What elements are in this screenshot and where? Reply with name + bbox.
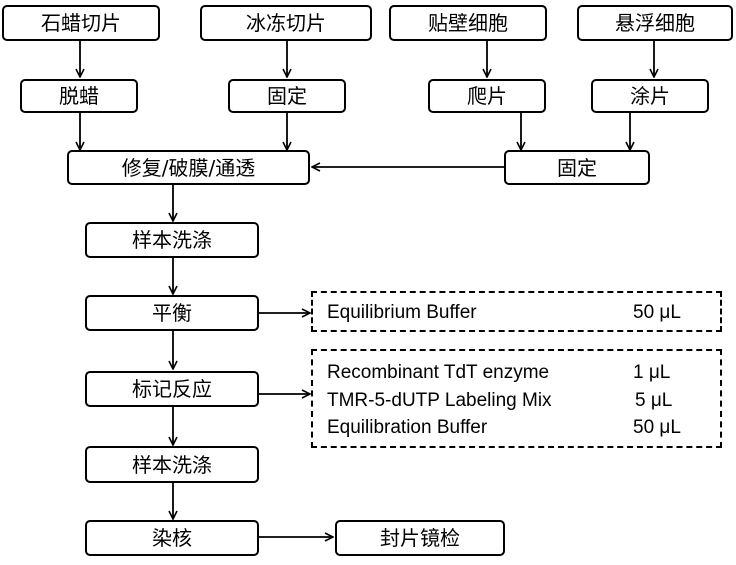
mount-inspect-box: 封片镜检 [335, 520, 505, 556]
tdt-enzyme-label: Recombinant TdT enzyme [327, 362, 550, 383]
equilibration-buffer-amount: 50 μL [633, 302, 681, 323]
labeling-mix-label: TMR-5-dUTP Labeling Mix [327, 390, 552, 411]
tdt-enzyme-amount: 1 μL [633, 362, 671, 383]
equilibration-reagent-box: Equilibrium Buffer 50 μL [311, 291, 722, 332]
labeling-buffer-label: Equilibration Buffer [327, 417, 488, 438]
paraffin-section-box: 石蜡切片 [2, 5, 160, 41]
deparaffin-box: 脱蜡 [20, 79, 138, 113]
equilibrate-box: 平衡 [85, 295, 259, 331]
equilibration-buffer-label: Equilibrium Buffer [327, 302, 477, 323]
suspension-cells-box: 悬浮细胞 [577, 5, 733, 41]
nuclear-stain-box: 染核 [85, 520, 259, 556]
labeling-mix-amount: 5 μL [635, 390, 673, 411]
labeling-reagent-box: Recombinant TdT enzyme 1 μL TMR-5-dUTP L… [311, 349, 722, 448]
crawl-slide-box: 爬片 [428, 79, 546, 113]
smear-box: 涂片 [591, 79, 709, 113]
labeling-buffer-amount: 50 μL [633, 417, 681, 438]
sample-wash-box-1: 样本洗涤 [85, 222, 259, 258]
fix-cells-box: 固定 [504, 150, 650, 185]
adherent-cells-box: 贴壁细胞 [389, 5, 547, 41]
sample-wash-box-2: 样本洗涤 [85, 446, 259, 483]
frozen-section-box: 冰冻切片 [200, 5, 372, 41]
labeling-reaction-box: 标记反应 [85, 371, 259, 407]
fix-frozen-box: 固定 [228, 79, 346, 113]
repair-permeabilize-box: 修复/破膜/通透 [67, 150, 310, 185]
